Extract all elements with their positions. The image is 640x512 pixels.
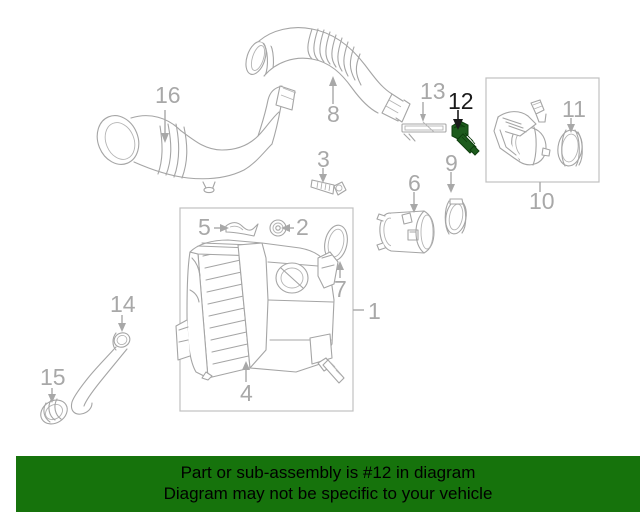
part-16-inlet-duct (96, 85, 297, 194)
part-9-hose-clamp (444, 198, 467, 235)
leader-arrow-15 (48, 388, 56, 403)
leader-arrow-3 (319, 168, 327, 183)
assembly-screw (317, 357, 345, 384)
callout-label-16: 16 (155, 82, 181, 108)
callout-label-14: 14 (110, 291, 136, 317)
part-12-bolt-highlighted (451, 120, 480, 156)
callout-label-10: 10 (529, 188, 555, 214)
leader-arrow-12 (453, 110, 463, 130)
part-14-breather-hose (70, 332, 131, 415)
part-6-maf-housing (376, 210, 435, 254)
callout-label-6: 6 (408, 170, 421, 196)
callout-label-1: 1 (368, 298, 381, 324)
callout-label-11: 11 (562, 96, 586, 122)
leader-arrow-4 (242, 361, 250, 382)
leader-arrow-14 (118, 315, 126, 332)
callout-label-2: 2 (296, 214, 309, 240)
part-15-grommet-seal (40, 398, 68, 425)
banner-line-2: Diagram may not be specific to your vehi… (163, 484, 493, 503)
leader-arrow-7 (336, 261, 344, 278)
callout-label-4: 4 (240, 380, 253, 406)
leader-arrow-16 (161, 110, 169, 143)
leader-arrow-2 (281, 224, 294, 232)
part-13-bracket-strip (401, 123, 447, 142)
part-2-grommet (269, 219, 287, 237)
leader-arrow-6 (410, 192, 418, 213)
part-3-bolt (310, 179, 347, 196)
leader-arrow-8 (329, 76, 337, 104)
leader-arrow-13 (420, 102, 435, 133)
leader-arrow-5 (214, 224, 229, 232)
part-10-throttle-body (493, 99, 551, 166)
leader-arrow-9 (447, 172, 455, 193)
part-8-intake-hose (245, 27, 411, 123)
callout-label-8: 8 (327, 101, 340, 127)
callout-label-15: 15 (40, 364, 66, 390)
callout-label-3: 3 (317, 146, 330, 172)
part-1-air-cleaner-assembly (175, 219, 345, 384)
part-11-seal-ring (557, 129, 583, 167)
leader-arrow-11 (567, 118, 575, 133)
callout-label-13: 13 (420, 78, 446, 104)
callout-label-5: 5 (198, 214, 211, 240)
callout-label-9: 9 (445, 150, 458, 176)
part-5-spring-clip (225, 222, 259, 237)
callout-label-7: 7 (334, 276, 347, 302)
info-banner: Part or sub-assembly is #12 in diagram D… (16, 456, 640, 512)
group-box-throttle-body (485, 77, 600, 183)
banner-line-1: Part or sub-assembly is #12 in diagram (180, 463, 476, 482)
callout-label-12: 12 (448, 88, 474, 114)
